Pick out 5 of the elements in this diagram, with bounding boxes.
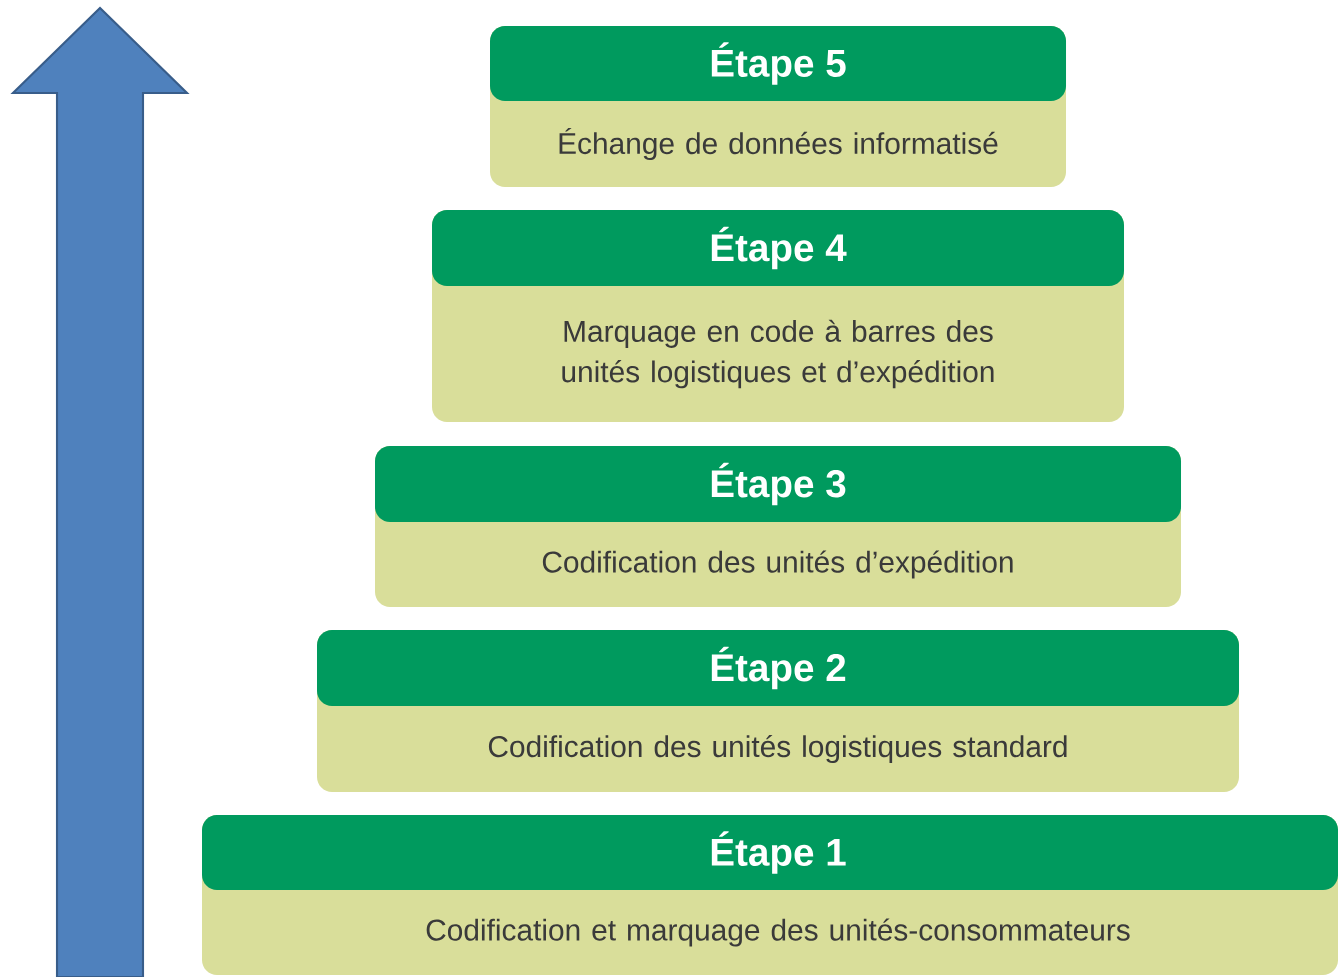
step-box: Étape 3 Codification des unités d’expédition <box>375 446 1181 607</box>
step-box: Étape 1 Codification et marquage des unités-consommateurs <box>202 815 1338 975</box>
step-box: Étape 5 Échange de données informatisé <box>490 26 1066 187</box>
step-box: Étape 4 Marquage en code à barres des unités logistiques et d’expédition <box>432 210 1124 422</box>
step-box: Étape 2 Codification des unités logistiques standard <box>317 630 1239 792</box>
